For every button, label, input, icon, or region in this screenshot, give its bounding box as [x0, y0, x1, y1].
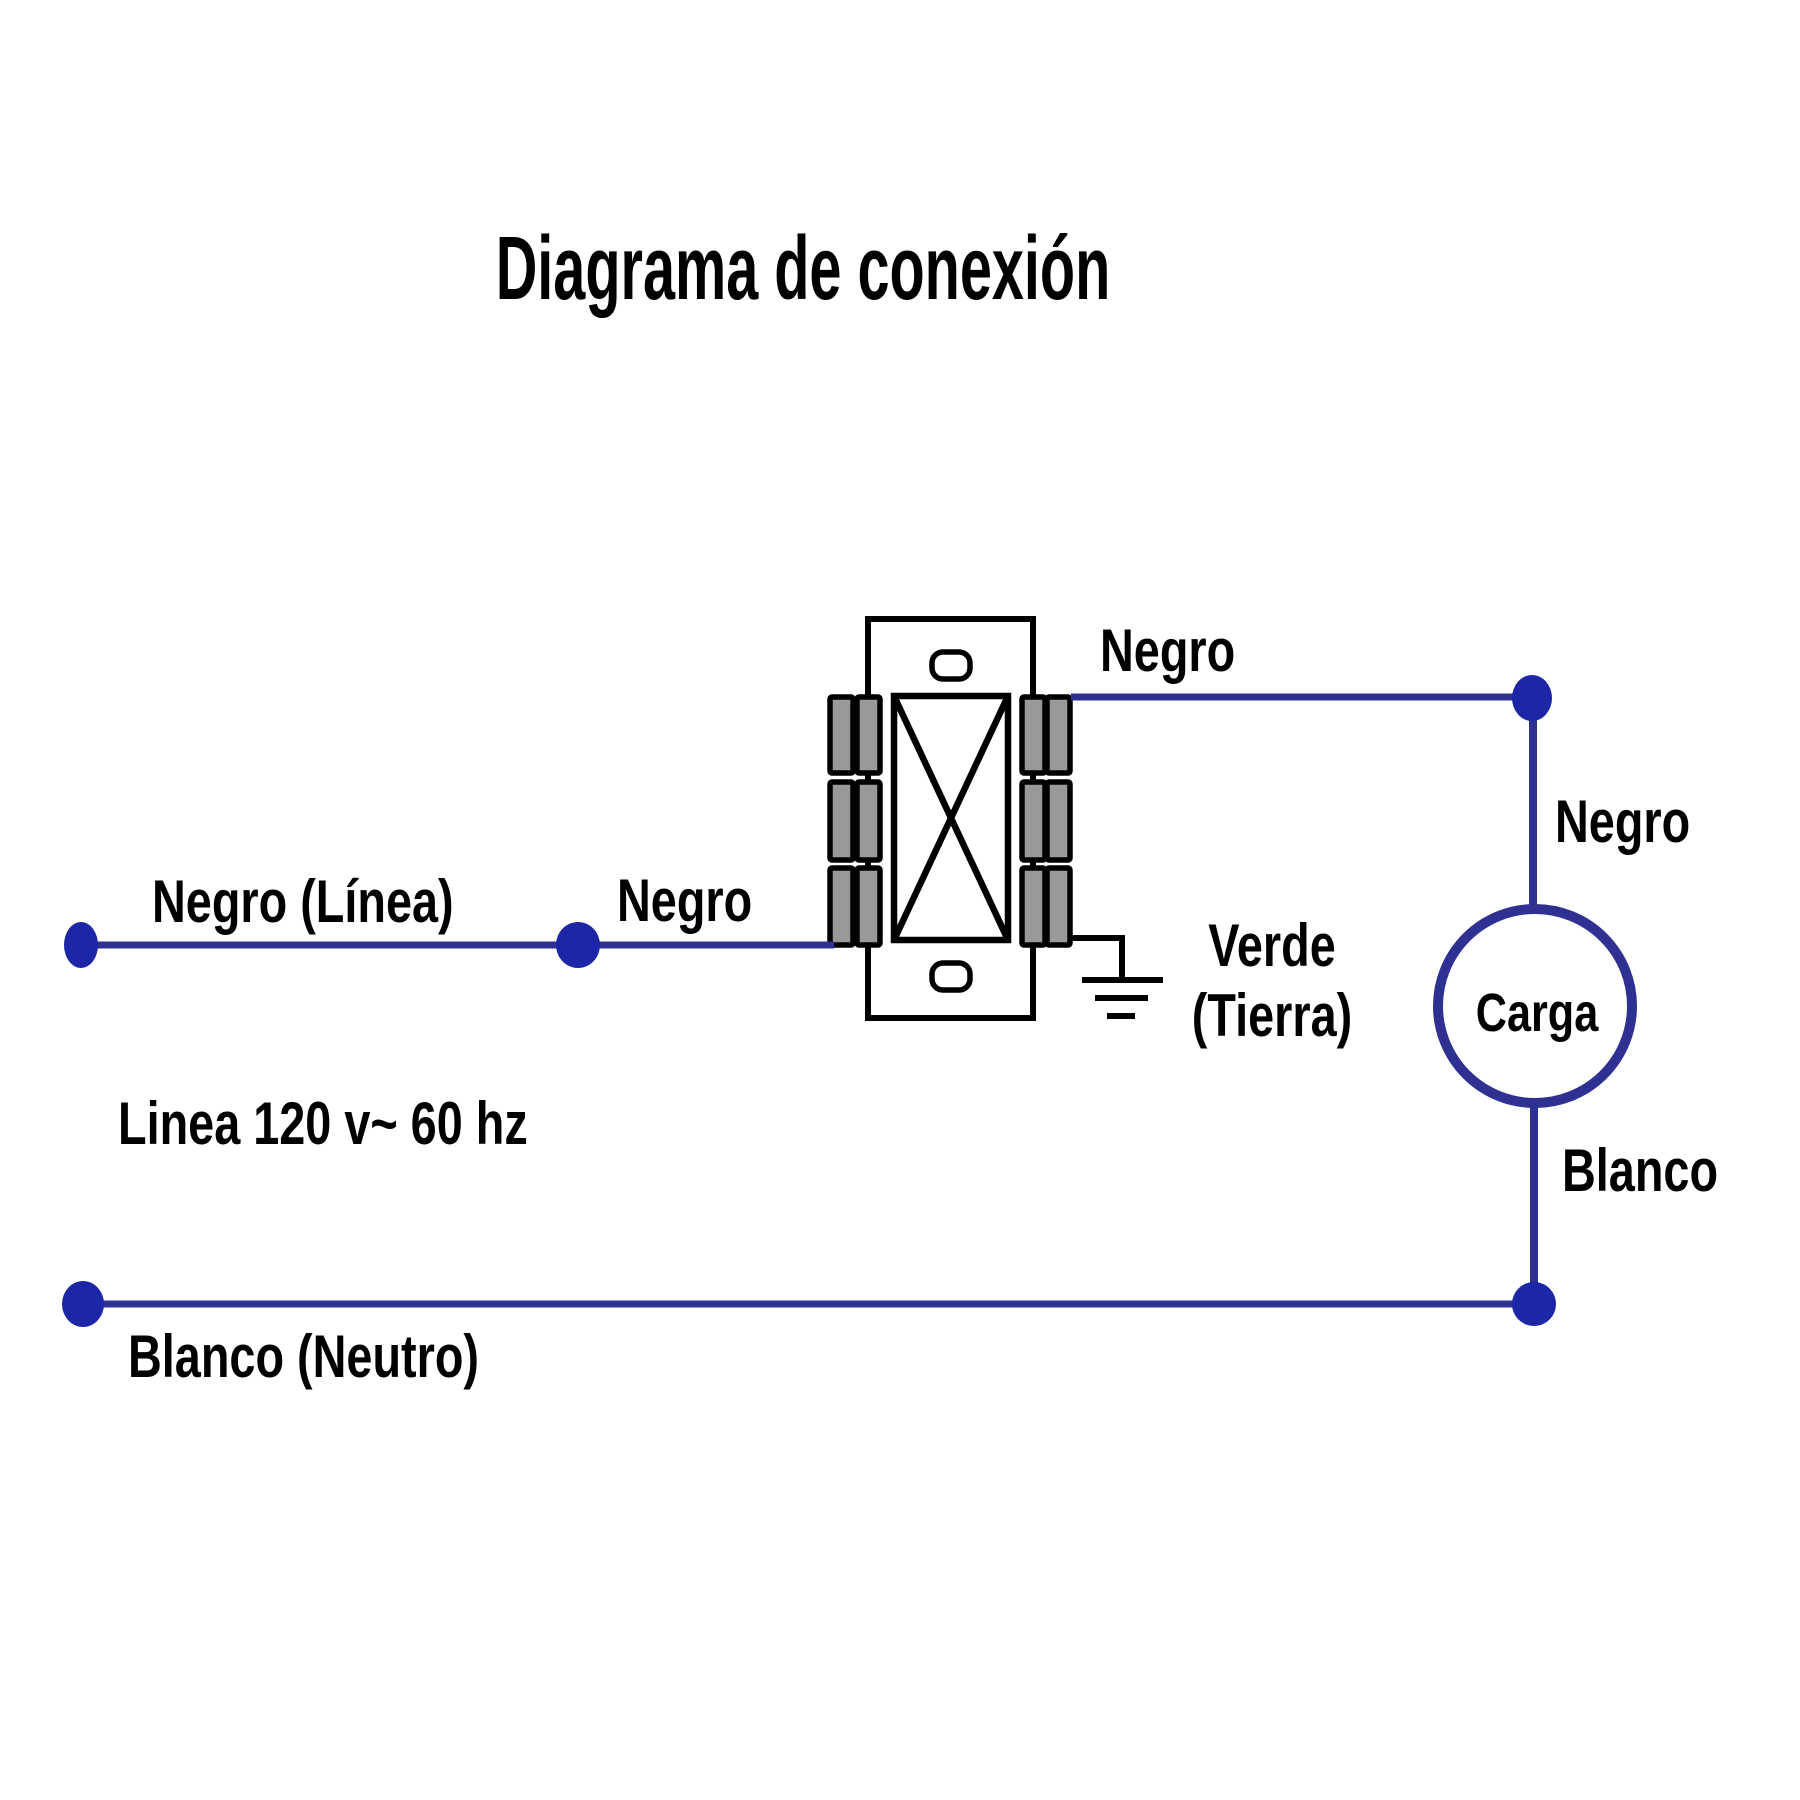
label-verde-line1: Verde: [1208, 912, 1336, 979]
label-blanco-neutro: Blanco (Neutro): [128, 1323, 479, 1390]
switch-terminal: [854, 779, 883, 863]
junction-dot: [1512, 675, 1552, 721]
label-verde-line2: (Tierra): [1191, 982, 1353, 1049]
switch-terminals: [827, 694, 1073, 948]
label-blanco-from-load: Blanco: [1562, 1137, 1719, 1204]
switch-terminal: [1019, 694, 1048, 776]
label-verde-tierra: Verde (Tierra): [1192, 911, 1352, 1051]
switch-screw-hole-top-icon: [929, 649, 973, 682]
switch-terminal: [1044, 779, 1073, 863]
label-negro-from-switch: Negro: [1100, 617, 1236, 684]
switch-terminal: [827, 865, 856, 948]
switch-terminal: [827, 694, 856, 776]
switch-rocker-x-line: [891, 694, 1011, 942]
junction-dot: [556, 922, 600, 968]
switch-terminal: [1044, 865, 1073, 948]
ground-wire: [1069, 935, 1125, 977]
label-negro-to-switch: Negro: [617, 867, 753, 934]
switch-terminal: [1044, 694, 1073, 776]
switch-terminal: [854, 865, 883, 948]
label-line-rating: Linea 120 v~ 60 hz: [118, 1090, 528, 1157]
junction-dot: [62, 1281, 104, 1327]
switch-device: [865, 616, 1036, 1021]
load-circle: [1433, 904, 1637, 1108]
switch-terminal: [1019, 779, 1048, 863]
junction-dots: [62, 675, 1556, 1327]
ground-symbol-icon: [1069, 935, 1163, 1019]
switch-terminal: [854, 694, 883, 776]
label-carga: Carga: [1475, 983, 1599, 1043]
junction-dot: [1512, 1282, 1556, 1326]
switch-terminal: [1019, 865, 1048, 948]
label-negro-to-load: Negro: [1555, 788, 1691, 855]
label-negro-linea: Negro (Línea): [152, 868, 454, 935]
wires: [81, 693, 1538, 1308]
junction-dot: [64, 922, 98, 968]
switch-screw-hole-bottom-icon: [929, 960, 973, 993]
switch-terminal: [827, 779, 856, 863]
page-title: Diagrama de conexión: [495, 219, 1111, 319]
